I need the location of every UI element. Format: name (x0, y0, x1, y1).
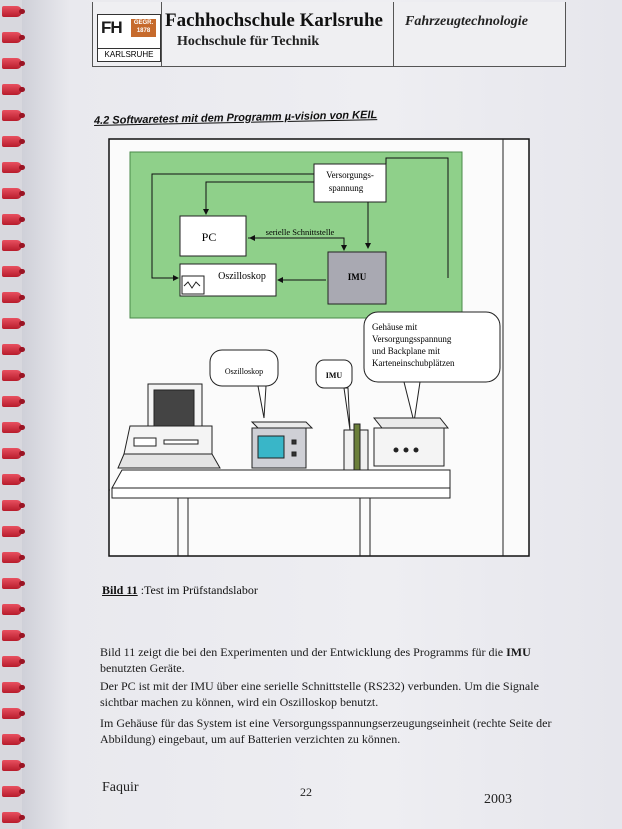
caption-text: :Test im Prüfstandslabor (137, 583, 258, 597)
binding-ring (2, 188, 25, 199)
binding-ring (2, 162, 25, 173)
binding-ring (2, 32, 25, 43)
pc-label: PC (202, 230, 217, 244)
spiral-binding (0, 0, 25, 829)
header-divider (393, 2, 394, 66)
footer-year: 2003 (484, 792, 512, 807)
lab-setup-figure: Versorgungs- spannung PC IMU Oszilloskop… (108, 138, 530, 557)
binding-ring (2, 58, 25, 69)
page-header: FH GEGR. 1878 KARLSRUHE Fachhochschule K… (92, 2, 566, 67)
supply-label-2: spannung (329, 183, 364, 193)
binding-ring (2, 240, 25, 251)
paragraph-1-imu: IMU (506, 645, 531, 659)
oscilloscope-device (250, 421, 314, 469)
supply-label: Versorgungs- (326, 170, 374, 180)
binding-ring (2, 110, 25, 121)
binding-ring (2, 396, 25, 407)
binding-ring (2, 344, 25, 355)
supply-box (313, 163, 387, 203)
housing-device (372, 417, 450, 467)
binding-ring (2, 422, 25, 433)
binding-ring (2, 214, 25, 225)
paragraph-1-end: benutzten Geräte. (100, 661, 185, 675)
housing-bubble-line-1: Gehäuse mit (372, 322, 418, 332)
binding-ring (2, 500, 25, 511)
binding-ring (2, 552, 25, 563)
binding-ring (2, 656, 25, 667)
logo-city: KARLSRUHE (98, 48, 160, 61)
imu-bubble (315, 359, 353, 389)
housing-bubble (363, 311, 501, 383)
lab-table (111, 469, 451, 556)
housing-bubble-line-3: und Backplane mit (372, 346, 440, 356)
binding-ring (2, 630, 25, 641)
imu-rack (343, 423, 369, 471)
figure-caption: Bild 11 :Test im Prüfstandslabor (102, 583, 258, 598)
binding-ring (2, 734, 25, 745)
serial-interface-label: serielle Schnittstelle (266, 227, 335, 237)
pc-computer (117, 383, 221, 469)
binding-ring (2, 370, 25, 381)
logo-fh: FH (101, 18, 123, 37)
binding-ring (2, 448, 25, 459)
housing-bubble-line-4: Karteneinschubplätzen (372, 358, 455, 368)
document-page: FH GEGR. 1878 KARLSRUHE Fachhochschule K… (22, 0, 622, 829)
paragraph-1-text: Bild 11 zeigt die bei den Experimenten u… (100, 645, 507, 659)
fh-logo: FH GEGR. 1878 KARLSRUHE (97, 14, 161, 62)
binding-ring (2, 708, 25, 719)
binding-ring (2, 604, 25, 615)
diagram-arrows (151, 157, 449, 283)
oscilloscope-label: Oszilloskop (218, 271, 266, 282)
binding-ring (2, 812, 25, 823)
paragraph-2: Der PC ist mit der IMU über eine seriell… (100, 679, 539, 709)
pc-box (179, 215, 247, 257)
footer-author: Faquir (102, 780, 139, 795)
binding-ring (2, 84, 25, 95)
caption-label: Bild 11 (102, 583, 138, 597)
housing-bubble-line-2: Versorgungsspannung (372, 334, 452, 344)
logo-gegr: GEGR. 1878 (131, 19, 156, 37)
binding-ring (2, 292, 25, 303)
imu-label: IMU (348, 272, 367, 282)
binding-ring (2, 578, 25, 589)
binding-ring (2, 526, 25, 537)
imu-box (327, 251, 387, 305)
binding-ring (2, 318, 25, 329)
imu-bubble-label: IMU (326, 371, 343, 380)
department-name: Fahrzeugtechnologie (405, 14, 528, 29)
binding-ring (2, 682, 25, 693)
header-divider (161, 2, 162, 66)
footer-page-number: 22 (300, 785, 312, 799)
binding-ring (2, 136, 25, 147)
oscilloscope-bubble-label: Oszilloskop (225, 367, 263, 376)
binding-ring (2, 760, 25, 771)
binding-ring (2, 6, 25, 17)
binding-ring (2, 474, 25, 485)
section-title: 4.2 Softwaretest mit dem Programm µ-visi… (93, 109, 378, 127)
paragraph-1: Bild 11 zeigt die bei den Experimenten u… (100, 644, 570, 676)
paragraph-3: Im Gehäuse für das System ist eine Verso… (100, 716, 552, 746)
binding-ring (2, 786, 25, 797)
oscilloscope-bubble (209, 349, 279, 387)
school-name: Fachhochschule Karlsruhe (165, 10, 383, 31)
binding-ring (2, 266, 25, 277)
school-subtitle: Hochschule für Technik (177, 34, 320, 49)
